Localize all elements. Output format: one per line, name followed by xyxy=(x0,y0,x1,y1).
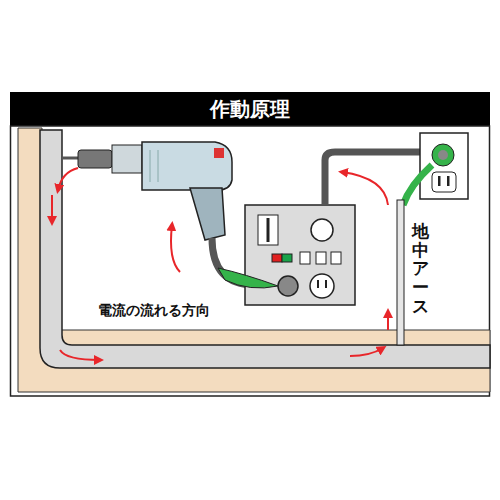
current-arrow xyxy=(52,168,388,360)
earth-rod xyxy=(397,200,404,345)
title: 作動原理 xyxy=(10,96,490,123)
earth-lead xyxy=(403,165,432,205)
header-bar xyxy=(10,92,490,126)
wall-floor xyxy=(18,128,490,392)
frame xyxy=(11,126,490,396)
detector-box xyxy=(218,205,355,305)
current-direction-label: 電流の流れる方向 xyxy=(96,302,212,320)
drill xyxy=(62,142,232,240)
earth-label: 地中アース xyxy=(412,222,429,315)
steel-pipe xyxy=(40,130,490,368)
